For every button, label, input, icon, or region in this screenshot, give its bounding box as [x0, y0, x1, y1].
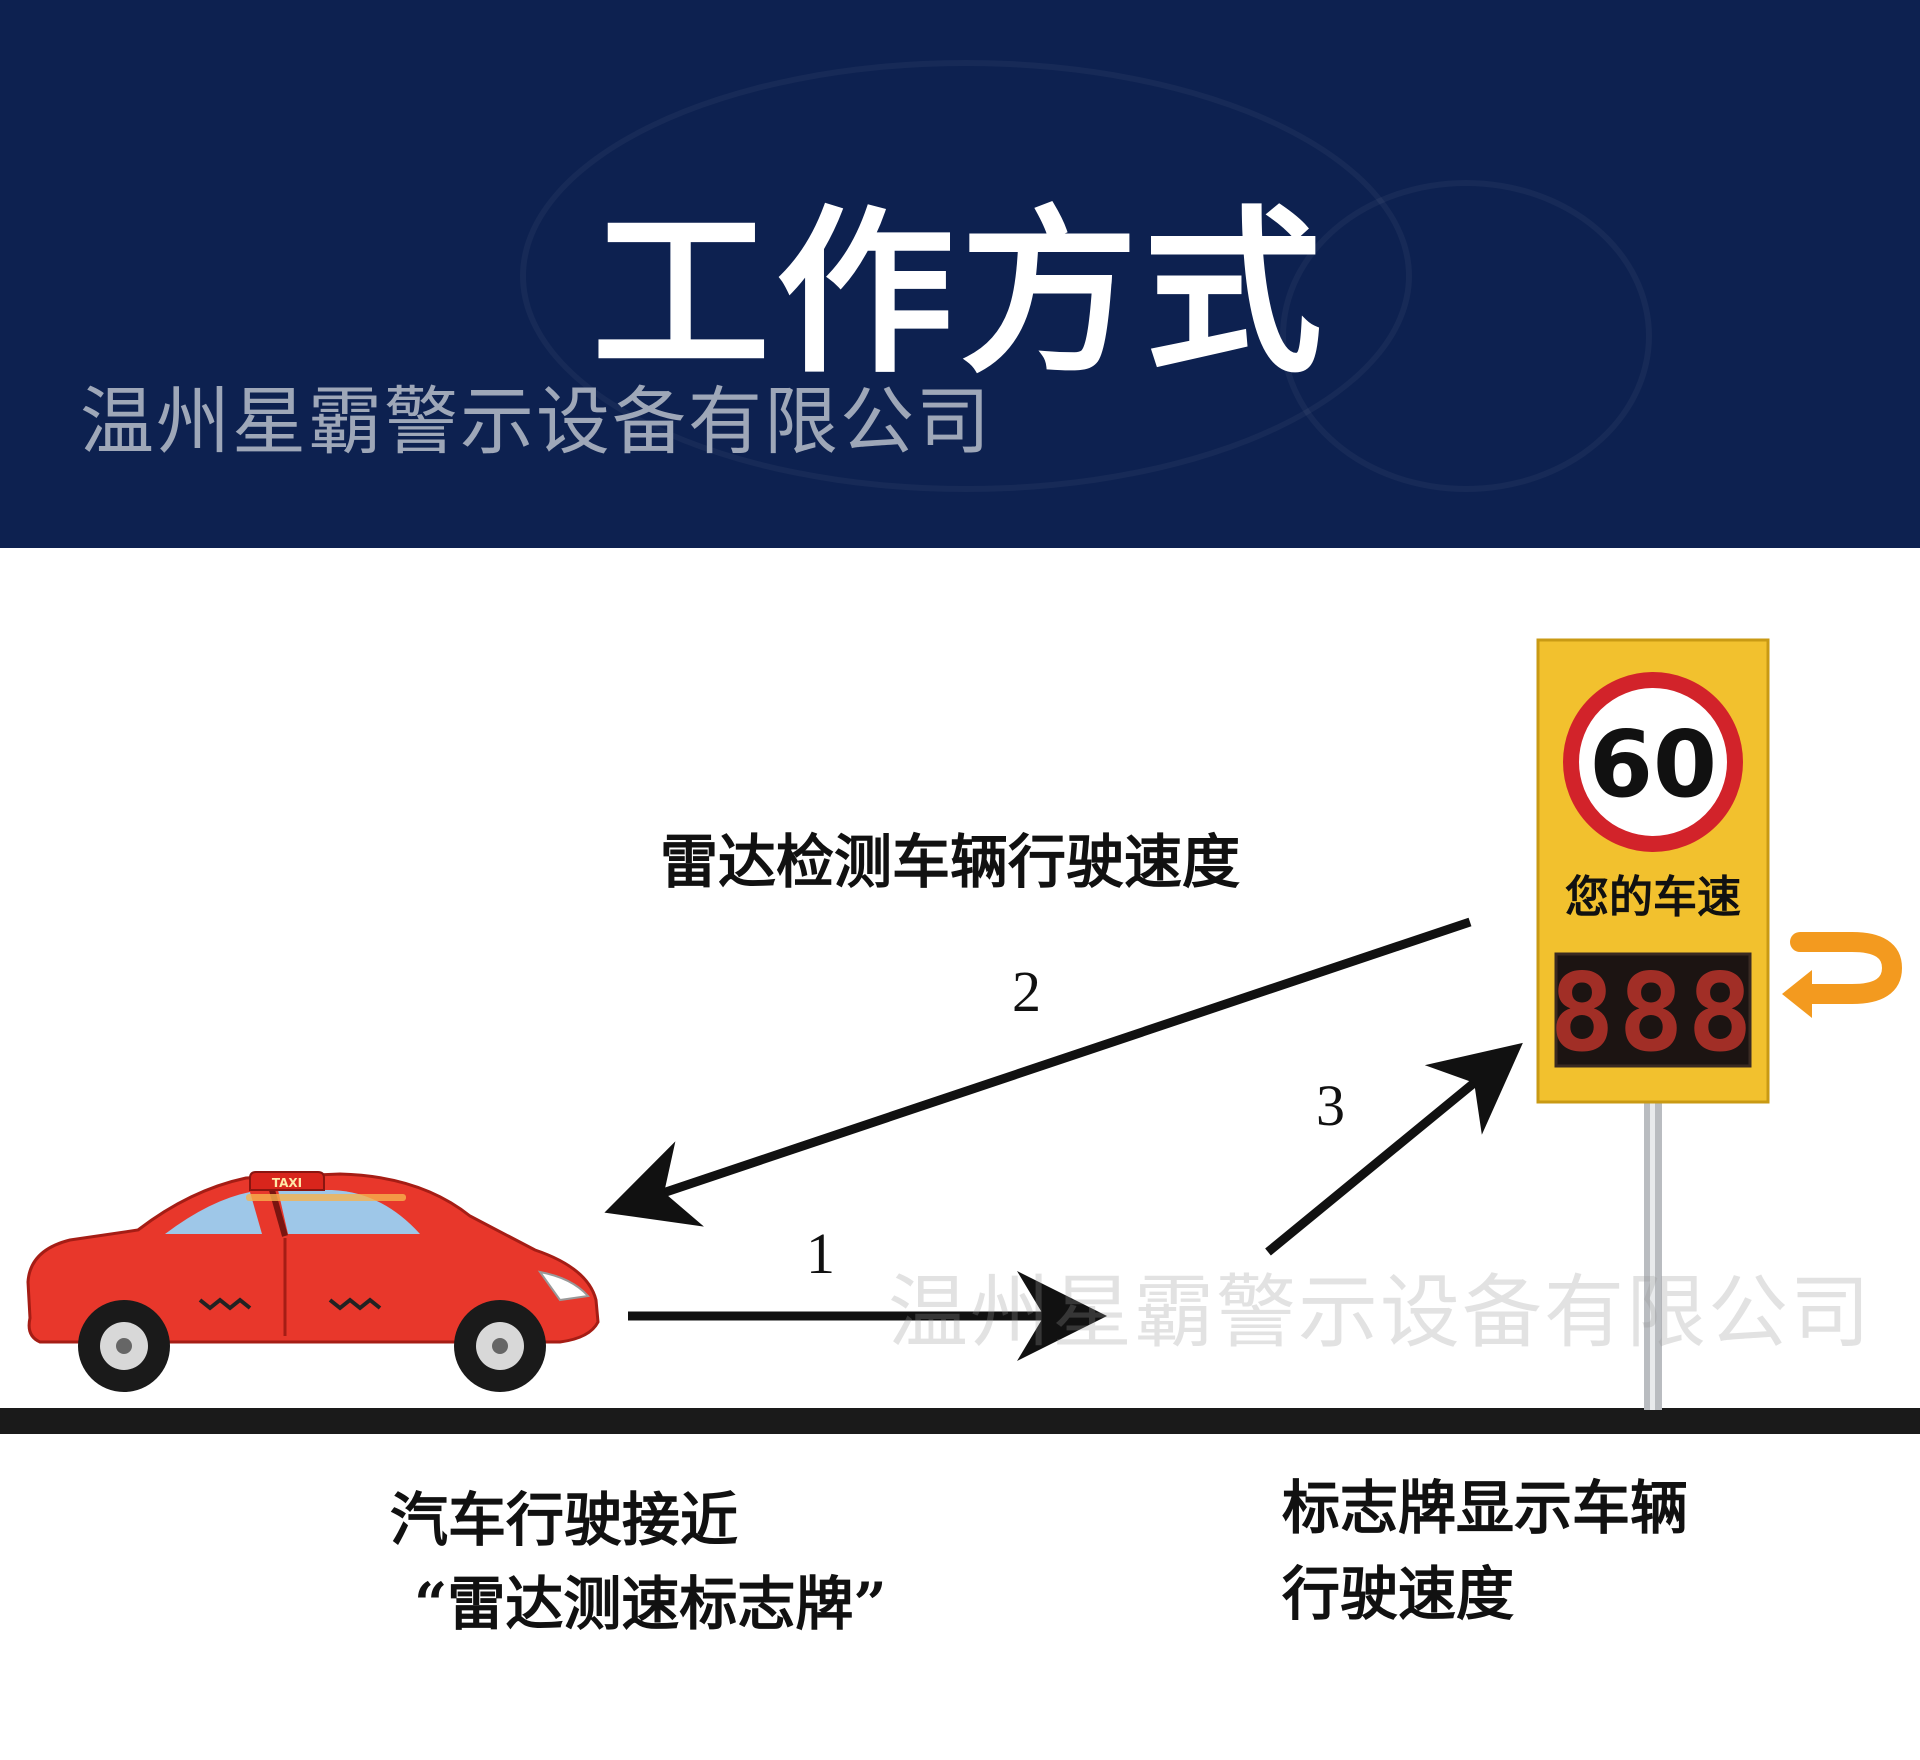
- sign-caption: 您的车速: [1565, 872, 1741, 923]
- radar-detect-label: 雷达检测车辆行驶速度: [660, 828, 1241, 896]
- speed-display-panel: [1554, 952, 1752, 1068]
- speed-limit-value: 60: [1589, 711, 1717, 818]
- step-2-number: 2: [1012, 959, 1041, 1024]
- speed-display-digits: 888: [1549, 951, 1756, 1076]
- sign-label-line2: 行驶速度: [1282, 1560, 1515, 1628]
- car-label-line2: “雷达测速标志牌”: [414, 1570, 887, 1638]
- step-1-number: 1: [806, 1221, 835, 1286]
- background-ring-decoration: [1280, 180, 1652, 492]
- arrow-step-2: [604, 917, 1472, 1227]
- taxi-sign-box: TAXI: [249, 1171, 325, 1191]
- company-name: 温州星霸警示设备有限公司: [80, 379, 992, 465]
- taxi-roof-label: TAXI: [272, 1176, 302, 1190]
- step-3-number: 3: [1316, 1073, 1345, 1138]
- watermark: 温州星霸警示设备有限公司: [888, 1266, 1872, 1359]
- taxi-car: [26, 1172, 600, 1392]
- u-turn-arrow-icon: [1782, 932, 1903, 1018]
- arrow-step-3: [1265, 1042, 1523, 1256]
- page-title: 工作方式: [592, 188, 1328, 397]
- speed-limit-ring: [1563, 672, 1743, 852]
- header-banner: 工作方式 温州星霸警示设备有限公司: [0, 0, 1920, 548]
- car-label-line1: 汽车行驶接近: [390, 1486, 739, 1554]
- sign-label-line1: 标志牌显示车辆: [1282, 1474, 1689, 1542]
- road-line: [0, 1408, 1920, 1434]
